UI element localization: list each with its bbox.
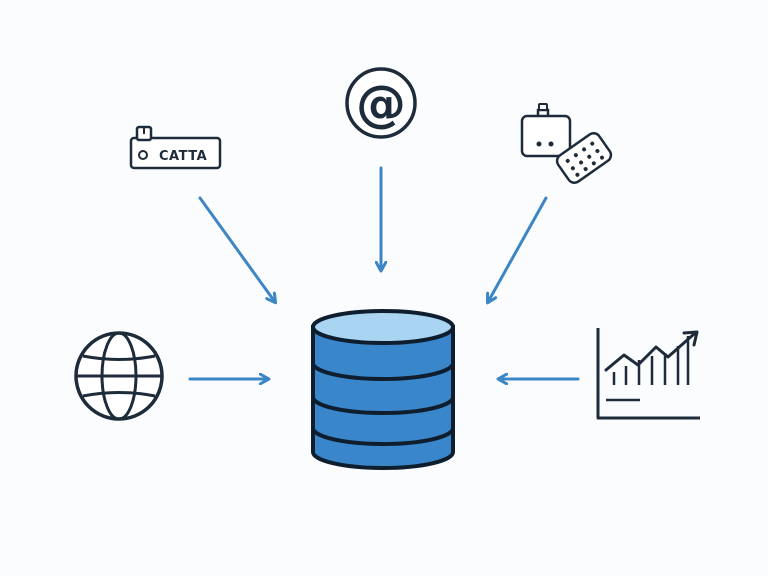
arrow-captcha-to-db [198,196,275,302]
database-icon [311,309,455,470]
bot-cookie-icon [520,103,613,184]
at-sign-icon: @ [345,67,417,139]
captcha-icon: CATTA [129,125,222,170]
chart-icon [596,328,700,420]
globe-icon [74,331,164,421]
captcha-label: CATTA [159,149,207,164]
arrow-bot-to-db [488,196,548,302]
at-sign-glyph: @ [356,75,406,133]
